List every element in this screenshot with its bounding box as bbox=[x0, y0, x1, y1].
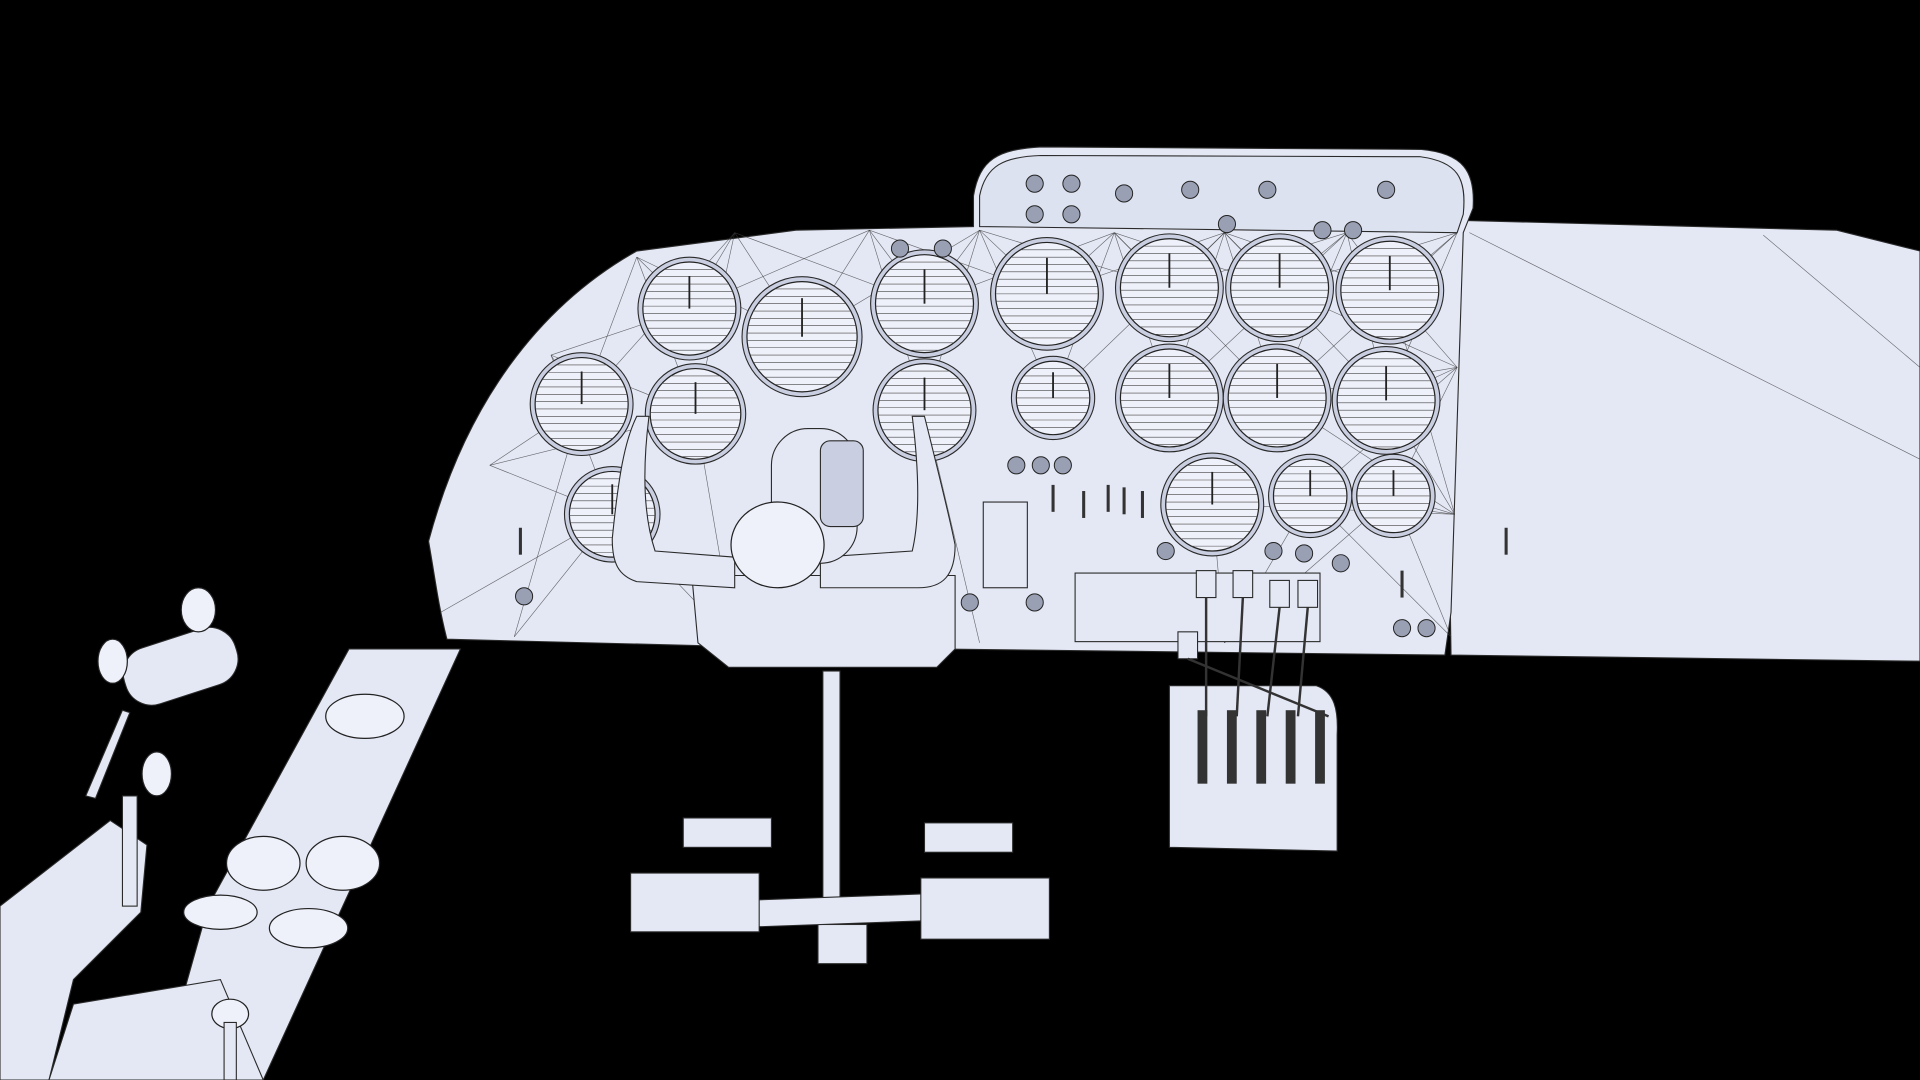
throttle-lever-knob bbox=[1232, 570, 1254, 599]
knob-icon bbox=[1031, 456, 1050, 475]
gauge-dial bbox=[741, 276, 863, 398]
knob-icon bbox=[1344, 221, 1363, 240]
knob-icon bbox=[1181, 180, 1200, 199]
knob-icon bbox=[1258, 180, 1277, 199]
gauge-dial bbox=[529, 352, 634, 457]
knob-icon bbox=[1062, 174, 1081, 193]
throttle-lever-shaft bbox=[1266, 607, 1281, 717]
knob-icon bbox=[1377, 180, 1396, 199]
knob-icon bbox=[1264, 541, 1283, 561]
gauge-dial bbox=[637, 256, 742, 361]
knob-icon bbox=[960, 593, 979, 612]
gauge-dial bbox=[1225, 233, 1335, 343]
gauge-dial bbox=[1160, 452, 1265, 557]
panel-knobs bbox=[515, 174, 1508, 638]
knob-icon bbox=[1007, 456, 1026, 475]
right-panel-extension bbox=[1444, 219, 1920, 662]
knob-icon bbox=[515, 587, 534, 606]
throttle-lever-shaft bbox=[1235, 597, 1245, 717]
knob-icon bbox=[1053, 456, 1072, 475]
throttle-lever-shaft bbox=[1187, 657, 1330, 718]
gauge-dial bbox=[644, 363, 747, 465]
throttle-lever-knob bbox=[1195, 570, 1217, 599]
throttle-lever-shaft bbox=[1296, 607, 1309, 717]
knob-icon bbox=[1217, 215, 1236, 234]
gauge-dial bbox=[870, 249, 979, 359]
gauge-dial bbox=[1268, 453, 1353, 539]
knob-icon bbox=[1025, 174, 1044, 193]
rudder-pedals bbox=[630, 670, 1050, 965]
knob-icon bbox=[933, 239, 952, 258]
gauge-dial bbox=[1331, 345, 1441, 455]
center-box bbox=[982, 501, 1028, 589]
gauge-dial bbox=[1010, 355, 1096, 441]
gauge-dial bbox=[1222, 343, 1332, 453]
control-yoke bbox=[611, 415, 956, 589]
knob-icon bbox=[1392, 619, 1412, 638]
knob-icon bbox=[890, 239, 910, 258]
left-side-console bbox=[0, 587, 462, 1080]
knob-icon bbox=[1156, 541, 1175, 561]
throttle-lever-knob bbox=[1269, 579, 1290, 608]
throttle-slot bbox=[1285, 710, 1296, 784]
gauge-dial bbox=[1335, 235, 1445, 345]
knob-icon bbox=[1313, 221, 1332, 240]
gauge-dial bbox=[1351, 453, 1436, 539]
knob-icon bbox=[1062, 205, 1081, 224]
upper-subpanel bbox=[979, 154, 1465, 234]
gauge-face bbox=[642, 261, 737, 356]
knob-icon bbox=[1115, 184, 1134, 203]
knob-icon bbox=[1025, 593, 1044, 612]
gauge-dial bbox=[1114, 233, 1224, 343]
throttle-lever-knob bbox=[1177, 631, 1199, 660]
gauge-dial bbox=[990, 237, 1104, 351]
knob-icon bbox=[1025, 205, 1044, 224]
throttle-slot bbox=[1256, 710, 1267, 784]
knob-icon bbox=[1417, 619, 1436, 638]
knob-icon bbox=[1331, 554, 1350, 573]
knob-icon bbox=[1295, 544, 1314, 563]
throttle-slot bbox=[1197, 710, 1208, 784]
center-pedestal bbox=[691, 574, 956, 668]
throttle-lever-knob bbox=[1297, 579, 1319, 608]
throttle-slot bbox=[1226, 710, 1237, 784]
gauge-dial bbox=[1114, 343, 1224, 453]
throttle-quadrant bbox=[1168, 570, 1338, 852]
throttle-slot bbox=[1315, 710, 1325, 784]
